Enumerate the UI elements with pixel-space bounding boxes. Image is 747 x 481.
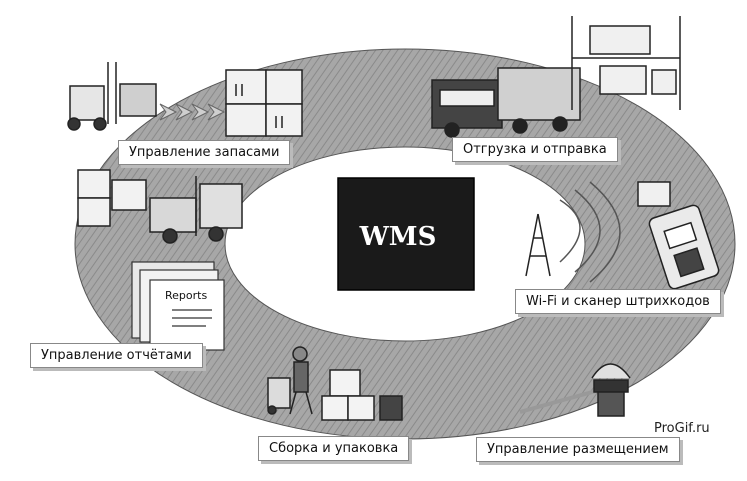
pallet-boxes-icon <box>77 169 147 227</box>
radio-tower-icon <box>525 181 621 283</box>
sensor-device-icon <box>519 363 631 417</box>
pallet-boxes-icon <box>225 69 303 137</box>
barcode-scanner-icon <box>637 181 720 290</box>
forklift-icon <box>149 176 243 244</box>
module-label-shipping: Отгрузка и отправка <box>452 137 618 162</box>
module-label-reports: Управление отчётами <box>30 343 203 368</box>
wms-title: WMS <box>359 222 437 252</box>
truck-icon <box>431 67 581 138</box>
module-label-wifi-scanner: Wi-Fi и сканер штрихкодов <box>515 289 721 314</box>
worker-icon <box>267 346 313 415</box>
module-label-inventory: Управление запасами <box>118 140 291 165</box>
flow-arrows <box>159 103 226 121</box>
warehouse-rack-icon <box>571 16 681 110</box>
watermark: ProGif.ru <box>654 421 710 436</box>
module-label-picking: Сборка и упаковка <box>258 436 410 461</box>
packages-icon <box>321 369 403 421</box>
reports-stack-icon <box>131 261 225 351</box>
forklift-icon <box>67 62 157 131</box>
module-label-placement: Управление размещением <box>476 437 680 462</box>
wms-center-box <box>337 177 475 291</box>
reports-sheet-label: Reports <box>165 289 207 302</box>
